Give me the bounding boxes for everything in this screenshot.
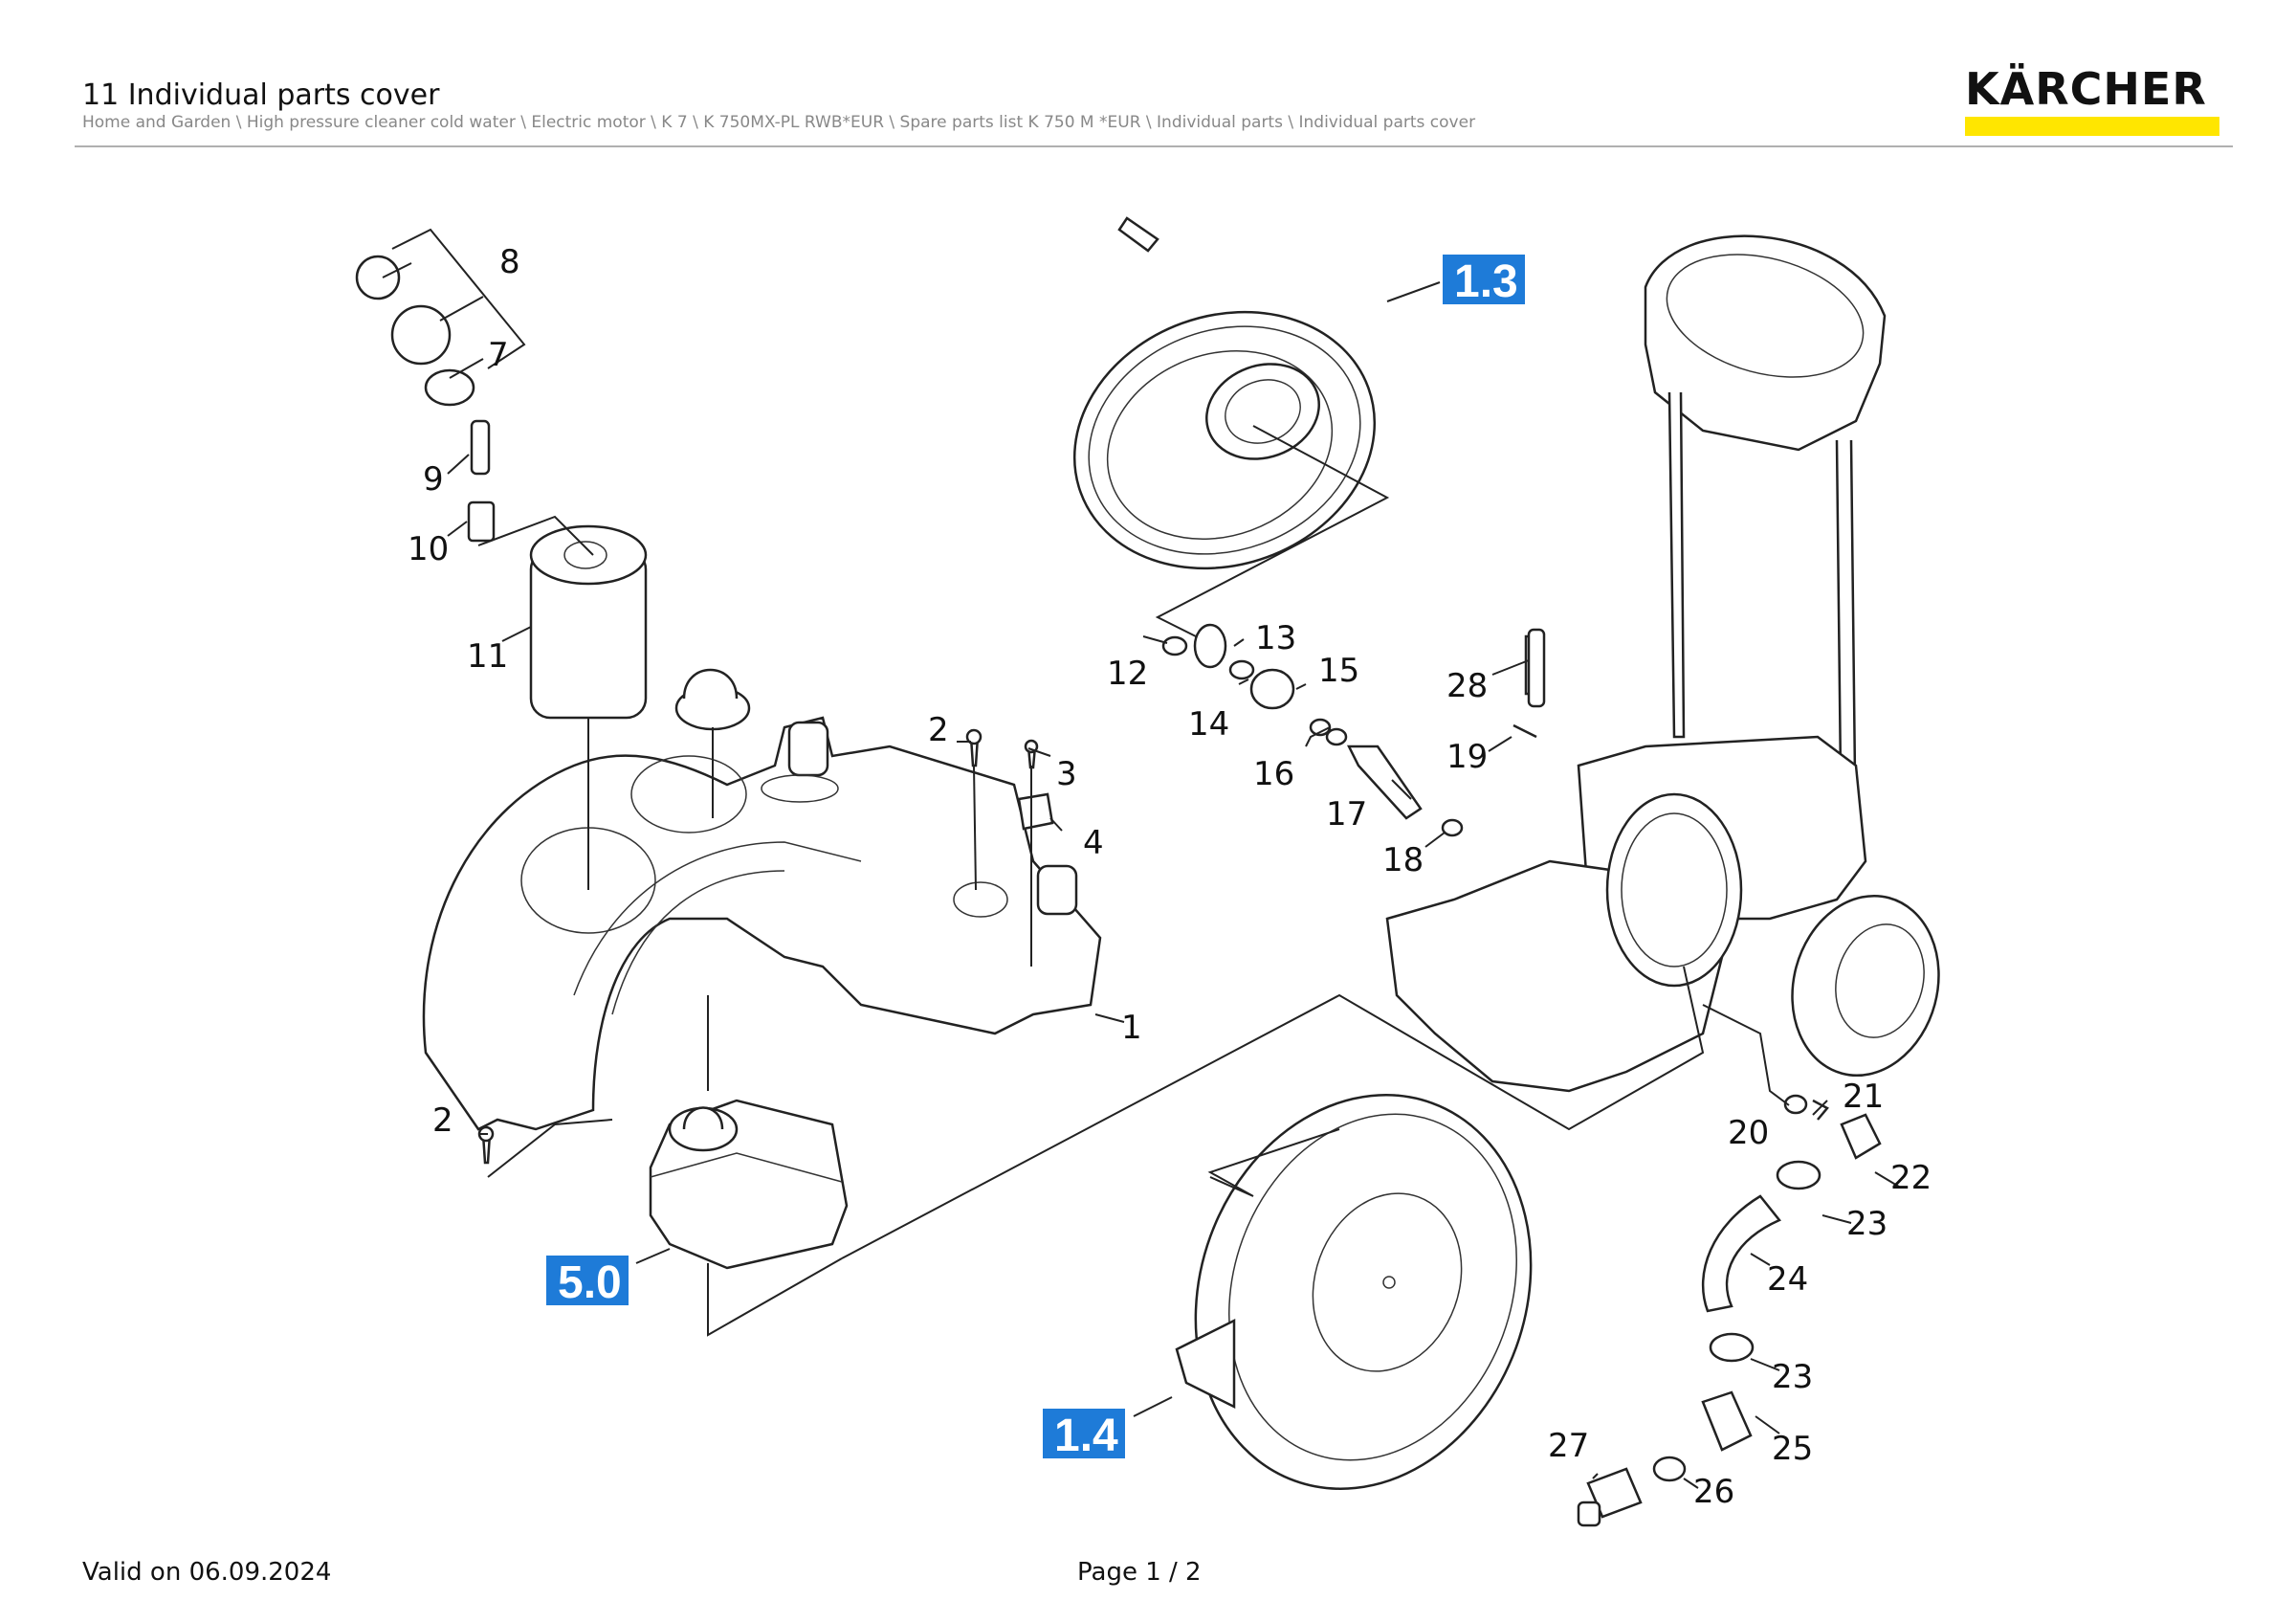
part-label: 8 <box>499 243 520 281</box>
part-label: 10 <box>408 530 449 568</box>
logo-text: KÄRCHER <box>1965 63 2207 115</box>
part-label: 21 <box>1843 1078 1884 1116</box>
part-label: 23 <box>1772 1358 1813 1396</box>
part-label: 12 <box>1107 655 1148 693</box>
part-label: 14 <box>1188 705 1229 744</box>
part-label: 2 <box>432 1101 453 1140</box>
part-label: 19 <box>1446 738 1488 776</box>
breadcrumb: Home and Garden \ High pressure cleaner … <box>82 113 1476 132</box>
header-divider <box>75 145 2233 147</box>
part-label: 20 <box>1728 1114 1769 1152</box>
part-label: 15 <box>1318 652 1359 690</box>
part-number-labels: 1 2 2 3 4 7 8 9 10 11 12 13 14 15 16 17 … <box>408 243 1932 1511</box>
part-label: 13 <box>1255 619 1296 657</box>
part-label: 18 <box>1382 841 1424 879</box>
part-label: 4 <box>1083 824 1104 862</box>
frame-assembly <box>1385 234 1940 1093</box>
part-label: 26 <box>1693 1473 1734 1511</box>
assembly-label: 1.4 <box>1054 1411 1118 1461</box>
logo-yellow-bar <box>1965 117 2219 136</box>
assembly-badge-1-4 <box>1043 1409 1125 1458</box>
part-label: 25 <box>1772 1430 1813 1468</box>
wheel-1-4 <box>1175 1094 1533 1490</box>
leader-lines <box>382 228 1900 1489</box>
part-label: 22 <box>1890 1159 1932 1197</box>
cover-housing <box>422 716 1102 1131</box>
assembly-label: 1.3 <box>1454 256 1518 307</box>
part-label: 16 <box>1253 755 1294 793</box>
part-label: 2 <box>928 711 949 749</box>
part-label: 28 <box>1446 667 1488 705</box>
assembly-labels: 1.3 1.4 5.0 <box>546 255 1525 1461</box>
karcher-logo: KÄRCHER <box>1965 63 2223 138</box>
assembly-label: 5.0 <box>558 1257 622 1308</box>
small-parts <box>355 255 1882 1527</box>
part-label: 23 <box>1846 1205 1888 1243</box>
valid-date: Valid on 06.09.2024 <box>82 1558 332 1587</box>
page-title: 11 Individual parts cover <box>82 78 440 112</box>
assembly-badge-1-3 <box>1443 255 1525 304</box>
page-indicator: Page 1 / 2 <box>1077 1558 1202 1587</box>
part-label: 27 <box>1548 1427 1589 1465</box>
part-label: 17 <box>1326 795 1367 834</box>
wheel-1-3 <box>1072 216 1377 570</box>
assembly-badge-5-0 <box>546 1256 629 1305</box>
part-label: 11 <box>467 637 508 676</box>
part-label: 1 <box>1121 1009 1142 1047</box>
part-label: 24 <box>1767 1260 1808 1299</box>
part-label: 3 <box>1056 755 1077 793</box>
part-label: 9 <box>423 460 444 499</box>
tank-assembly <box>649 1099 849 1270</box>
part-label: 7 <box>488 336 509 374</box>
